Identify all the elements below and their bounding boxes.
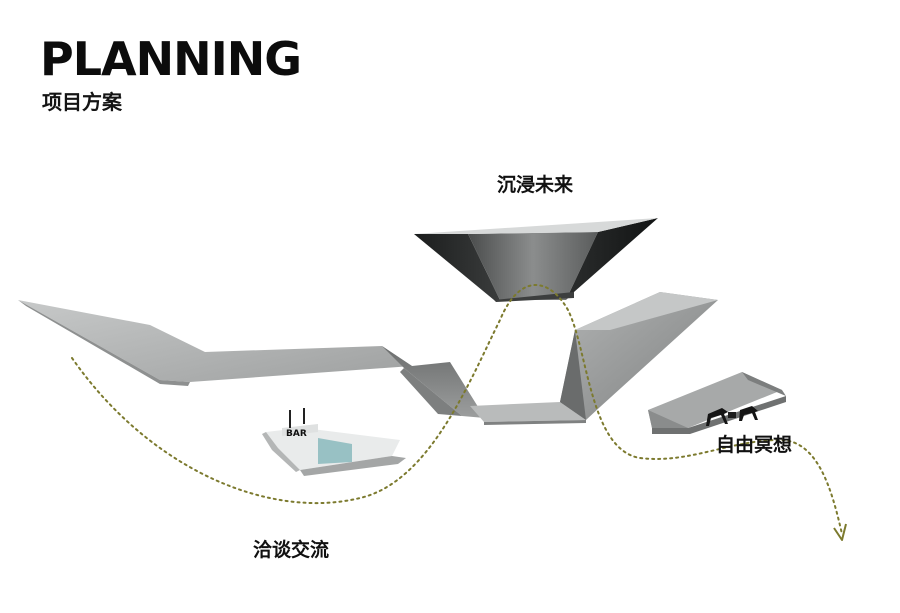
- meditation-bench: [648, 372, 786, 434]
- right-ramp: [560, 292, 718, 420]
- path-arrow-icon: [833, 523, 847, 541]
- zone-label-talk: 洽谈交流: [253, 539, 330, 561]
- left-ribbon: [18, 300, 412, 386]
- zone-label-meditation: 自由冥想: [716, 434, 793, 456]
- immersive-funnel: [414, 218, 658, 302]
- central-floor: [470, 402, 586, 425]
- zone-label-future: 沉浸未来: [497, 174, 574, 196]
- bar-sign: BAR: [286, 429, 307, 439]
- bar-boat: BAR: [262, 408, 406, 476]
- page-title: PLANNING: [40, 32, 302, 86]
- circulation-path: [71, 284, 843, 535]
- lounge-chairs: [706, 406, 758, 426]
- page-subtitle: 项目方案: [42, 90, 122, 114]
